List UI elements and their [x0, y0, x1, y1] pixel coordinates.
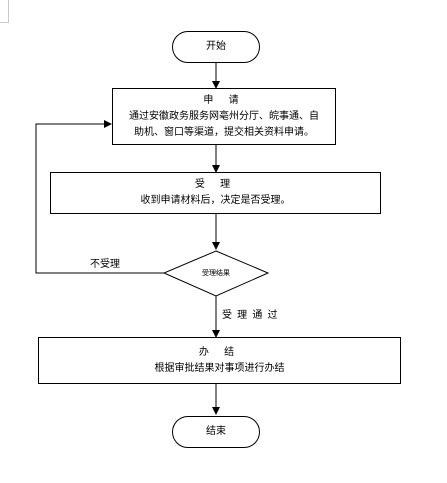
decision-label: 受理结果	[202, 269, 230, 277]
end-node: 结束	[172, 416, 260, 448]
end-label: 结束	[206, 426, 226, 437]
accept-pass-label: 受 理 通 过	[222, 310, 279, 321]
apply-line-2: 助机、窗口等渠道，提交相关资料申请。	[134, 126, 314, 138]
apply-title: 申 请	[203, 94, 245, 106]
accept-body: 收到申请材料后，决定是否受理。	[140, 195, 291, 206]
page-corner-mark	[0, 0, 9, 23]
arrow-reject-loop	[35, 120, 164, 274]
accept-title: 受 理	[194, 179, 237, 190]
process-body: 根据审批结果对事项进行办结	[154, 362, 285, 374]
process-title: 办 结	[198, 346, 241, 358]
reject-label: 不受理	[90, 259, 120, 270]
start-node: 开始	[172, 31, 260, 63]
apply-node: 申 请 通过安徽政务服务网亳州分厅、皖事通、自 助机、窗口等渠道，提交相关资料申…	[112, 88, 336, 145]
process-node: 办 结 根据审批结果对事项进行办结	[38, 337, 401, 384]
accept-node: 受 理 收到申请材料后，决定是否受理。	[50, 172, 381, 214]
start-label: 开始	[206, 41, 226, 52]
apply-line-1: 通过安徽政务服务网亳州分厅、皖事通、自	[129, 110, 319, 122]
